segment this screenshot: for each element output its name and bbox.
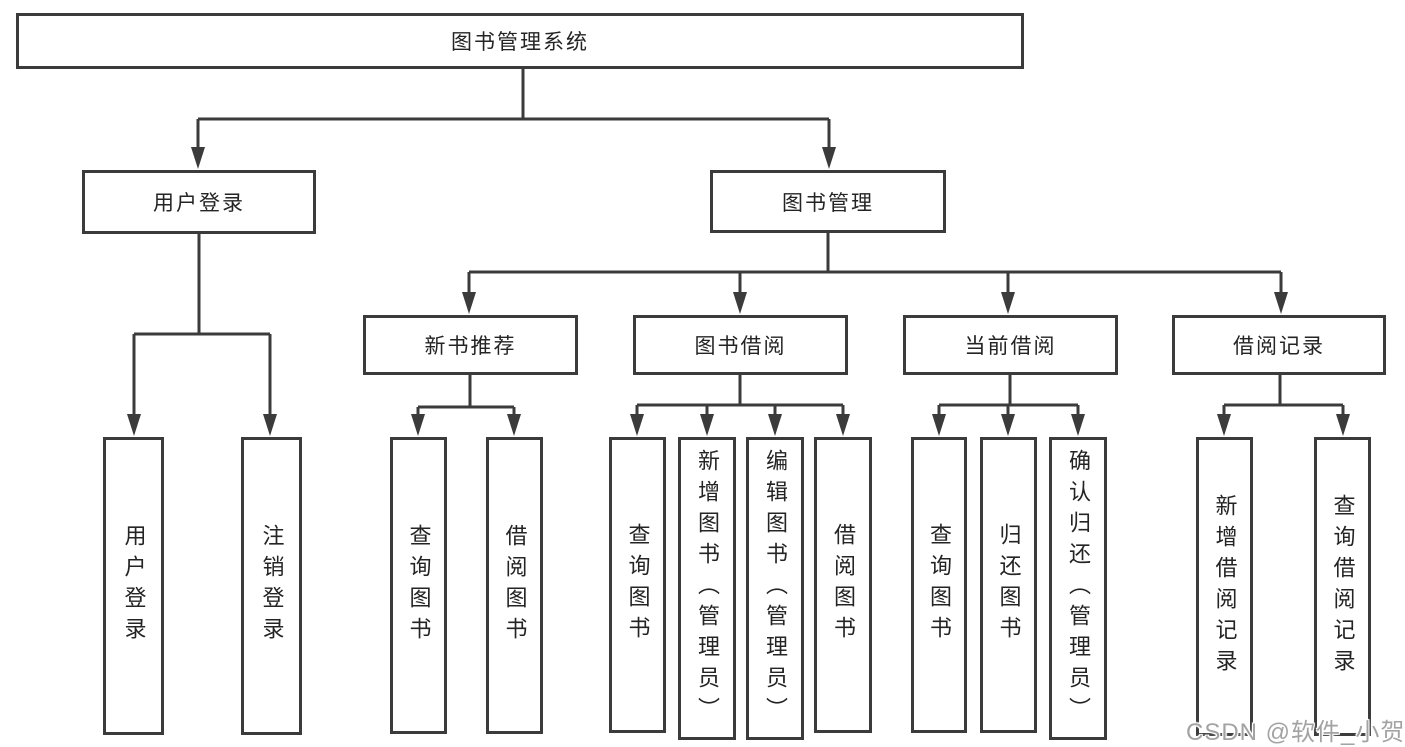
node-current-borrow: 当前借阅 (903, 315, 1118, 375)
node-label: 新增图书（管理员） (695, 449, 720, 728)
node-label: 归还图书 (996, 523, 1022, 647)
leaf-user-login: 用户登录 (103, 437, 164, 735)
node-new-book-recommend: 新书推荐 (363, 315, 578, 375)
node-label: 新增借阅记录 (1212, 493, 1238, 680)
node-label: 用户登录 (121, 524, 147, 648)
csdn-watermark: CSDN @软件_小贺同学 (1186, 719, 1405, 746)
node-library-management-system: 图书管理系统 (16, 13, 1024, 69)
node-label: 编辑图书（管理员） (763, 449, 788, 728)
leaf-borrow-edit-books-admin: 编辑图书（管理员） (746, 437, 804, 740)
node-label: 注销登录 (259, 524, 285, 648)
node-label: 借阅图书 (502, 523, 528, 648)
leaf-borrow-borrow-books: 借阅图书 (814, 437, 872, 733)
leaf-record-query-borrow-record: 查询借阅记录 (1314, 437, 1371, 736)
node-book-management: 图书管理 (710, 170, 946, 233)
node-label: 借阅图书 (831, 523, 856, 647)
arrowheads (127, 147, 1350, 436)
node-borrow-record: 借阅记录 (1172, 315, 1386, 375)
node-label: 查询图书 (927, 523, 952, 647)
node-label: 查询图书 (406, 523, 432, 648)
node-label: 确认归还（管理员） (1066, 449, 1091, 728)
node-user-login: 用户登录 (82, 170, 316, 234)
leaf-current-confirm-return-admin: 确认归还（管理员） (1049, 437, 1107, 740)
leaf-current-query-books: 查询图书 (911, 437, 967, 733)
leaf-logout: 注销登录 (241, 437, 302, 735)
node-book-borrow: 图书借阅 (633, 315, 848, 375)
leaf-borrow-query-books: 查询图书 (609, 437, 666, 733)
leaf-recommend-borrow-books: 借阅图书 (486, 437, 543, 734)
leaf-borrow-add-books-admin: 新增图书（管理员） (678, 437, 736, 740)
leaf-record-add-borrow-record: 新增借阅记录 (1196, 437, 1253, 736)
leaf-current-return-books: 归还图书 (980, 437, 1037, 733)
node-label: 查询借阅记录 (1330, 493, 1356, 680)
node-label: 查询图书 (625, 523, 651, 647)
leaf-recommend-query-books: 查询图书 (390, 437, 447, 734)
